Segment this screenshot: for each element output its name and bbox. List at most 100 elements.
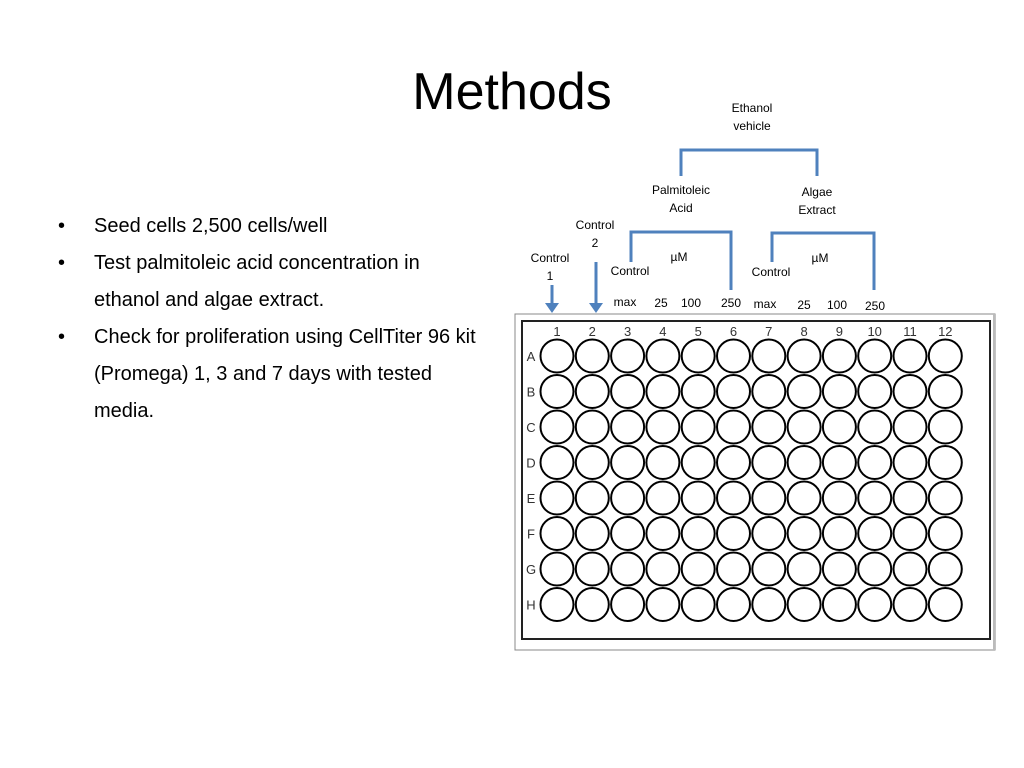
plate-well: [821, 409, 857, 445]
plate-well: [645, 551, 681, 587]
plate-row-label: D: [526, 456, 535, 471]
plate-well: [680, 587, 716, 622]
ae-unit-label: µM: [811, 251, 829, 265]
plate-well: [716, 409, 751, 445]
plate-well: [821, 445, 857, 480]
plate-well: [680, 480, 716, 516]
plate-column-label: 11: [903, 324, 917, 339]
plate-well: [645, 374, 681, 409]
plate-well: [821, 480, 857, 516]
plate-well: [892, 445, 928, 480]
plate-well: [539, 587, 575, 622]
plate-well: [751, 409, 787, 445]
pa-control-label: Control: [610, 264, 650, 278]
palmitoleic-acid-label: Palmitoleic Acid: [641, 181, 721, 217]
plate-well: [610, 409, 646, 445]
plate-well: [574, 480, 610, 516]
plate-well: [892, 374, 928, 409]
plate-well: [786, 516, 822, 551]
plate-well: [927, 516, 963, 551]
plate-inner-frame: [521, 320, 991, 640]
pa-unit-label: µM: [670, 250, 688, 264]
plate-well: [645, 409, 681, 445]
plate-well: [751, 445, 787, 480]
ethanol-vehicle-label: Ethanol vehicle: [722, 99, 782, 135]
plate-well: [857, 338, 893, 374]
plate-well: [716, 551, 751, 587]
plate-column-label: 1: [553, 324, 560, 339]
plate-well: [786, 480, 822, 516]
plate-well: [645, 445, 681, 480]
plate-well: [892, 409, 928, 445]
bullet-list: •Seed cells 2,500 cells/well •Test palmi…: [58, 208, 488, 430]
ethanol-bracket: [679, 148, 819, 176]
plate-well: [574, 374, 610, 409]
plate-column-label: 2: [589, 324, 596, 339]
plate-well: [786, 445, 822, 480]
plate-well: [857, 409, 893, 445]
plate-well: [927, 374, 963, 409]
plate-column-label: 4: [659, 324, 666, 339]
plate-well: [610, 480, 646, 516]
ae-25-label: 25: [797, 298, 811, 312]
ae-control-label: Control: [751, 265, 791, 279]
plate-well: [574, 409, 610, 445]
plate-well: [857, 445, 893, 480]
plate-well: [610, 587, 646, 622]
bullet-marker: •: [58, 326, 66, 348]
plate-column-label: 10: [867, 324, 881, 339]
plate-well: [680, 409, 716, 445]
control-1-label: Control 1: [520, 249, 580, 285]
plate-well: [574, 587, 610, 622]
plate-well: [786, 374, 822, 409]
plate-well: [751, 587, 787, 622]
plate-well: [892, 338, 928, 374]
pa-max-label: max: [613, 295, 637, 309]
plate-well: [857, 516, 893, 551]
plate-row-label: E: [527, 491, 536, 506]
plate-well: [751, 338, 787, 374]
slide-title: Methods: [412, 63, 612, 121]
plate-well: [645, 480, 681, 516]
plate-well: [786, 409, 822, 445]
plate-column-label: 6: [730, 324, 737, 339]
plate-well: [786, 338, 822, 374]
control-1-line2: 1: [546, 269, 554, 283]
plate-well: [751, 480, 787, 516]
plate-well: [539, 516, 575, 551]
bullet-text: Check for proliferation using CellTiter …: [94, 326, 476, 422]
pa-25-label: 25: [654, 296, 668, 310]
plate-well: [821, 338, 857, 374]
plate-well: [821, 374, 857, 409]
plate-well: [645, 516, 681, 551]
palmitoleic-label-line: Palmitoleic: [651, 183, 711, 197]
plate-column-label: 3: [624, 324, 631, 339]
plate-well: [927, 480, 963, 516]
ae-250-label: 250: [864, 299, 886, 313]
plate-row-label: H: [526, 598, 535, 613]
plate-well: [680, 551, 716, 587]
plate-row-label: C: [526, 420, 535, 435]
plate-row-label: B: [527, 385, 536, 400]
control-2-label: Control 2: [565, 216, 625, 252]
plate-well: [645, 587, 681, 622]
plate-well: [610, 445, 646, 480]
pa-250-label: 250: [720, 296, 742, 310]
plate-well: [821, 587, 857, 622]
plate-well: [716, 338, 751, 374]
ethanol-label-line: Ethanol: [731, 101, 773, 115]
plate-well: [716, 516, 751, 551]
plate-well: [786, 551, 822, 587]
ae-max-label: max: [753, 297, 777, 311]
vehicle-label-line: vehicle: [733, 119, 771, 133]
plate-well: [892, 480, 928, 516]
plate-well: [574, 516, 610, 551]
control-2-line2: 2: [591, 236, 599, 250]
plate-row-label: F: [527, 527, 535, 542]
plate-well: [680, 374, 716, 409]
bullet-text: Test palmitoleic acid concentration in e…: [94, 252, 420, 311]
bullet-item: • Check for proliferation using CellTiter…: [58, 319, 488, 430]
plate-well: [610, 551, 646, 587]
pa-100-label: 100: [680, 296, 702, 310]
